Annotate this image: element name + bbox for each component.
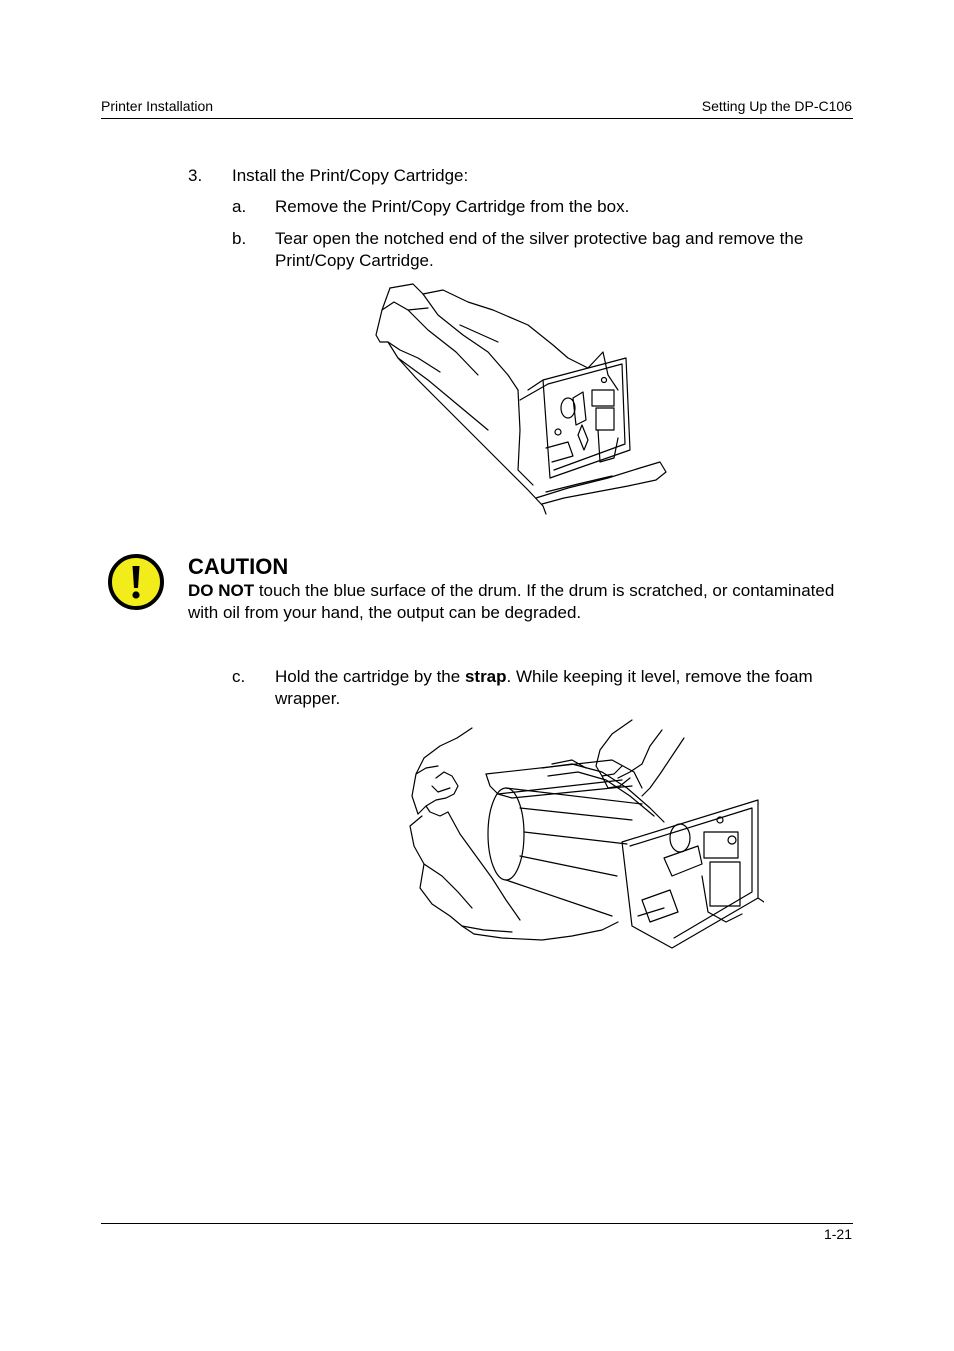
- substep-text-c: Hold the cartridge by the strap. While k…: [275, 666, 850, 710]
- substep-text-b: Tear open the notched end of the silver …: [275, 229, 804, 270]
- header-chapter-title: Setting Up the DP-C106: [701, 98, 852, 114]
- substep-c-text-start: Hold the cartridge by the: [275, 667, 465, 686]
- step-text: Install the Print/Copy Cartridge:: [232, 166, 469, 185]
- caution-message: touch the blue surface of the drum. If t…: [188, 581, 835, 622]
- substep-text-a: Remove the Print/Copy Cartridge from the…: [275, 197, 630, 216]
- substep-c-bold: strap: [464, 667, 507, 686]
- caution-icon: [108, 554, 164, 610]
- cartridge-in-bag-illustration: [375, 283, 667, 515]
- caution-title: CAUTION: [188, 554, 289, 579]
- step-number: 3.: [188, 166, 203, 185]
- substep-letter-a: a.: [232, 197, 247, 216]
- footer-rule: [101, 1223, 853, 1224]
- substep-letter-b: b.: [232, 229, 247, 248]
- substep-letter-c: c.: [232, 667, 246, 686]
- substep-c-text-end: . While keeping it level, remove the foa…: [275, 667, 813, 708]
- foam-wrapper-removal-illustration: [409, 719, 764, 949]
- page-number: 1-21: [823, 1226, 852, 1242]
- header-rule: [101, 118, 853, 119]
- caution-bold-lead: DO NOT: [188, 581, 255, 600]
- caution-text: DO NOT touch the blue surface of the dru…: [188, 580, 848, 624]
- header-section-title: Printer Installation: [101, 98, 214, 114]
